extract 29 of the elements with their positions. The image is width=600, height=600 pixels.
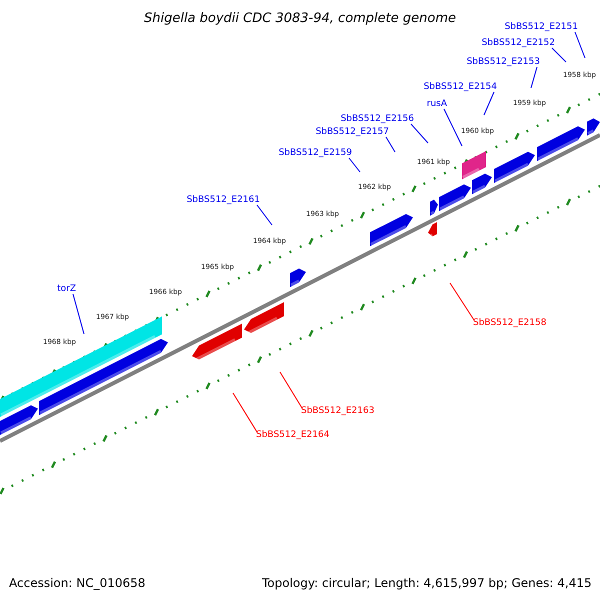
leader-line — [72, 294, 84, 334]
footer-text: Accession: NC_010658 — [9, 577, 146, 589]
leader-line — [450, 282, 474, 320]
gene-label: SbBS512_E2152 — [482, 39, 555, 48]
gene-label: rusA — [426, 100, 447, 109]
leader-line — [410, 124, 428, 144]
leader-line — [232, 392, 258, 432]
leader-line — [574, 32, 586, 58]
gene-label: SbBS512_E2154 — [424, 83, 497, 92]
gene-label: SbBS512_E2161 — [186, 196, 260, 205]
leader-line — [530, 66, 538, 88]
leader-line — [444, 108, 462, 146]
leader-line — [386, 136, 396, 152]
leader-line — [348, 158, 360, 172]
gene-label: SbBS512_E2159 — [278, 149, 352, 158]
leader-line — [552, 48, 566, 62]
gene-label: SbBS512_E2157 — [316, 128, 389, 137]
leader-line — [484, 92, 494, 116]
gene-label: SbBS512_E2151 — [504, 23, 578, 32]
leader-line — [280, 372, 302, 408]
gene-label: SbBS512_E2156 — [340, 115, 414, 124]
gene-label: SbBS512_E2158 — [473, 319, 546, 328]
gene-label: torZ — [57, 285, 76, 294]
gene-label: SbBS512_E2153 — [466, 58, 540, 67]
footer-text: Topology: circular; Length: 4,615,997 bp; Genes: 4,415 — [262, 577, 592, 589]
diagram-title: Shigella boydii CDC 3083-94, complete genome — [142, 12, 458, 25]
gene-label: SbBS512_E2163 — [301, 407, 374, 416]
gene-label: SbBS512_E2164 — [256, 431, 330, 440]
leader-line — [256, 204, 272, 226]
